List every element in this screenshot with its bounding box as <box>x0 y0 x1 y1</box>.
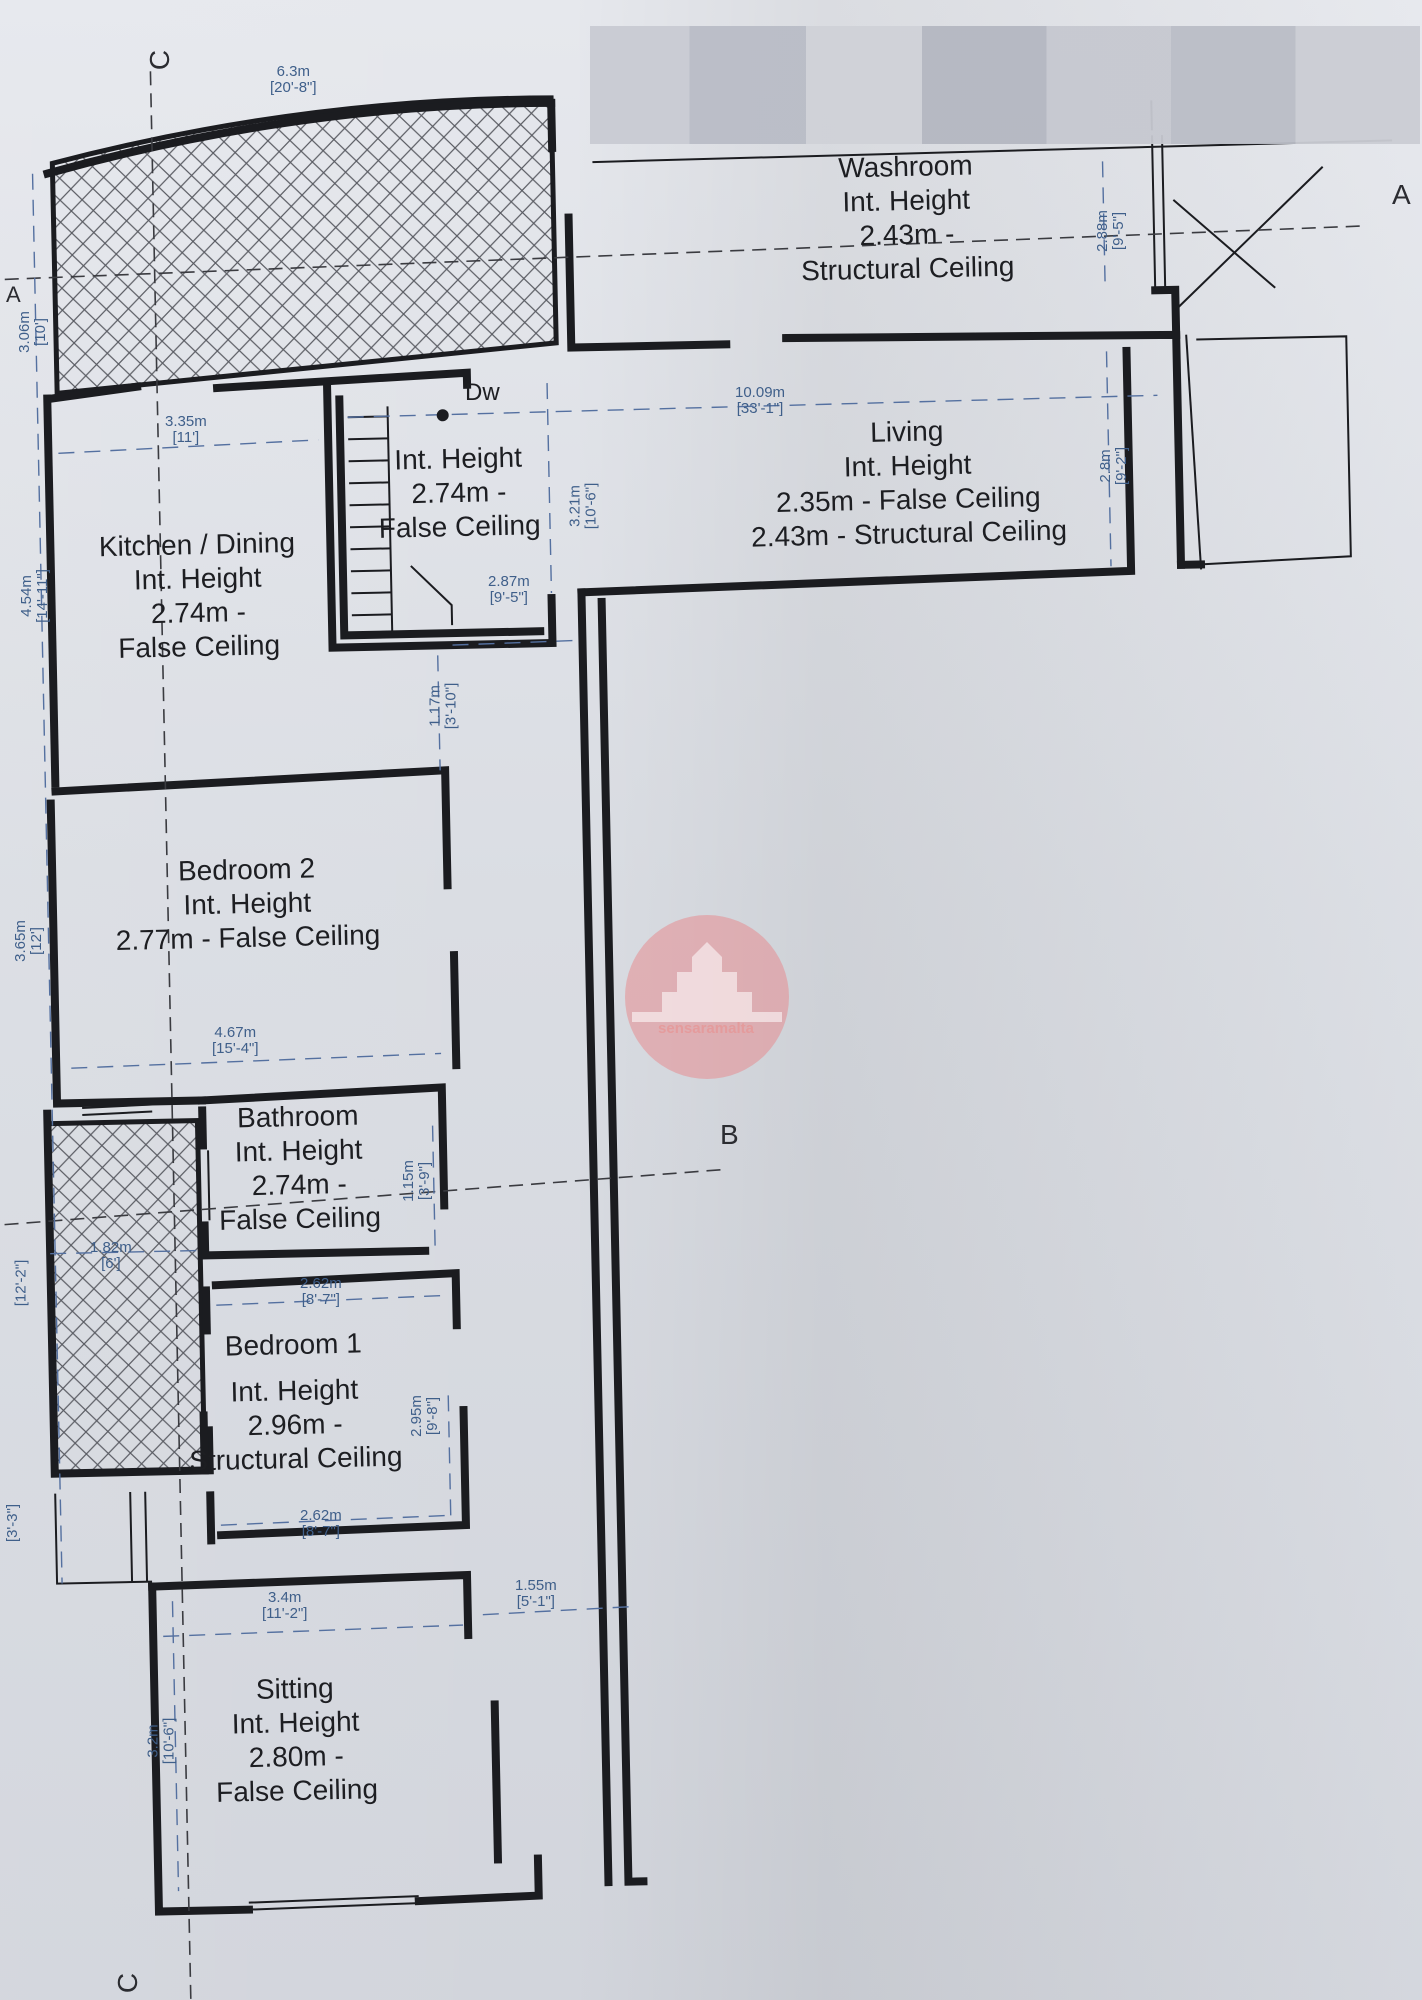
kitchen-height-value: 2.74m - <box>150 595 247 630</box>
dim-left-vertical-2: [12'-2"] <box>12 1259 30 1307</box>
dim-stairs-width: 2.87m[9'-5"] <box>488 573 530 606</box>
side-balcony-hatch <box>44 1117 208 1477</box>
section-mark-c-bottom: C <box>112 1972 144 1994</box>
kitchen-height-label: Int. Height <box>133 561 262 596</box>
sitting-name: Sitting <box>255 1672 335 1705</box>
washroom-ceiling: Structural Ceiling <box>800 250 1015 287</box>
redacted-area <box>590 26 1420 144</box>
washroom-label: Washroom Int. Height 2.43m - Structural … <box>798 148 1015 289</box>
bedroom2-height-value: 2.77m - False Ceiling <box>115 918 381 956</box>
kitchen-label: Kitchen / Dining Int. Height 2.74m - Fal… <box>98 526 297 666</box>
dim-sitting-vertical: 3.2m[10'-6"] <box>144 1717 178 1765</box>
dim-bathroom-vertical: 1.15m[3'-9"] <box>399 1160 433 1202</box>
sitting-height-label: Int. Height <box>231 1705 360 1740</box>
bedroom1-label: Bedroom 1 Int. Height 2.96m - Structural… <box>186 1326 403 1479</box>
front-terrace-hatch <box>49 95 559 397</box>
dim-living-width: 10.09m[33'-1"] <box>735 384 786 417</box>
stairs-height-value: 2.74m - <box>411 475 507 510</box>
section-mark-c-top: C <box>144 49 176 71</box>
section-mark-b: B <box>720 1119 739 1150</box>
washroom-height-value: 2.43m - <box>859 217 955 252</box>
kitchen-name: Kitchen / Dining <box>98 526 296 563</box>
dim-bedroom2-vertical: 3.65m[12'] <box>11 920 45 962</box>
dw-label: Dw <box>465 379 500 406</box>
dim-stairs-vertical: 3.21m[10'-6"] <box>566 482 600 530</box>
bedroom1-name: Bedroom 1 <box>224 1327 363 1362</box>
bedroom2-label: Bedroom 2 Int. Height 2.77m - False Ceil… <box>114 850 381 958</box>
section-mark-a-left: A <box>6 282 21 307</box>
dim-top-left-vertical: 3.06m[10'] <box>15 311 49 353</box>
bathroom-height-value: 2.74m - <box>251 1167 348 1202</box>
dim-kitchen-width: 3.35m[11'] <box>165 413 207 446</box>
dim-corridor-vertical: 1.17m[3'-10"] <box>426 682 460 730</box>
sitting-label: Sitting Int. Height 2.80m - False Ceilin… <box>213 1670 379 1810</box>
living-structural-ceiling: 2.43m - Structural Ceiling <box>750 514 1068 553</box>
watermark-text: sensaramalta <box>658 1020 754 1037</box>
bathroom-label: Bathroom Int. Height 2.74m - False Ceili… <box>216 1098 382 1238</box>
bedroom1-height-value: 2.96m - <box>247 1407 343 1442</box>
bedroom1-ceiling: Structural Ceiling <box>188 1440 403 1477</box>
dim-balcony-width: 1.82m[6'] <box>90 1239 132 1272</box>
dim-bedroom1-vertical: 2.95m[9'-8"] <box>407 1395 441 1437</box>
bathroom-height-label: Int. Height <box>234 1133 363 1168</box>
dim-top-width: 6.3m[20'-8"] <box>270 63 317 96</box>
washroom-name: Washroom <box>837 149 973 184</box>
kitchen-ceiling: False Ceiling <box>117 629 281 664</box>
dim-bedroom1-width-top: 2.62m[8'-7"] <box>300 1275 342 1308</box>
sitting-ceiling: False Ceiling <box>215 1773 379 1808</box>
sitting-height-value: 2.80m - <box>248 1739 345 1774</box>
dim-sitting-width: 3.4m[11'-2"] <box>262 1589 308 1622</box>
bedroom1-height-label: Int. Height <box>230 1373 359 1408</box>
dim-bedroom2-width: 4.67m[15'-4"] <box>212 1024 259 1057</box>
dim-washroom-vertical: 2.88m[9'-5"] <box>1093 210 1127 252</box>
dim-bedroom1-width-bottom: 2.62m[8'-7"] <box>300 1507 342 1540</box>
stairs-ceiling: False Ceiling <box>378 509 541 544</box>
stairs-label: Int. Height 2.74m - False Ceiling <box>377 440 541 546</box>
living-label: Living Int. Height 2.35m - False Ceiling… <box>748 411 1068 554</box>
bathroom-name: Bathroom <box>236 1099 359 1134</box>
dw-point <box>436 409 449 422</box>
washroom-height-label: Int. Height <box>842 183 971 218</box>
stairs-height-label: Int. Height <box>393 441 523 476</box>
section-mark-a-right: A <box>1392 179 1411 210</box>
dim-left-vertical-3: [3'-3"] <box>4 1503 22 1543</box>
dim-gap-width: 1.55m[5'-1"] <box>515 1577 557 1610</box>
watermark-logo <box>625 915 789 1079</box>
dim-living-vertical: 2.8m[9'-2"] <box>1097 446 1131 486</box>
dim-kitchen-vertical: 4.54m[14'-11"] <box>17 569 51 623</box>
bathroom-ceiling: False Ceiling <box>218 1201 382 1236</box>
